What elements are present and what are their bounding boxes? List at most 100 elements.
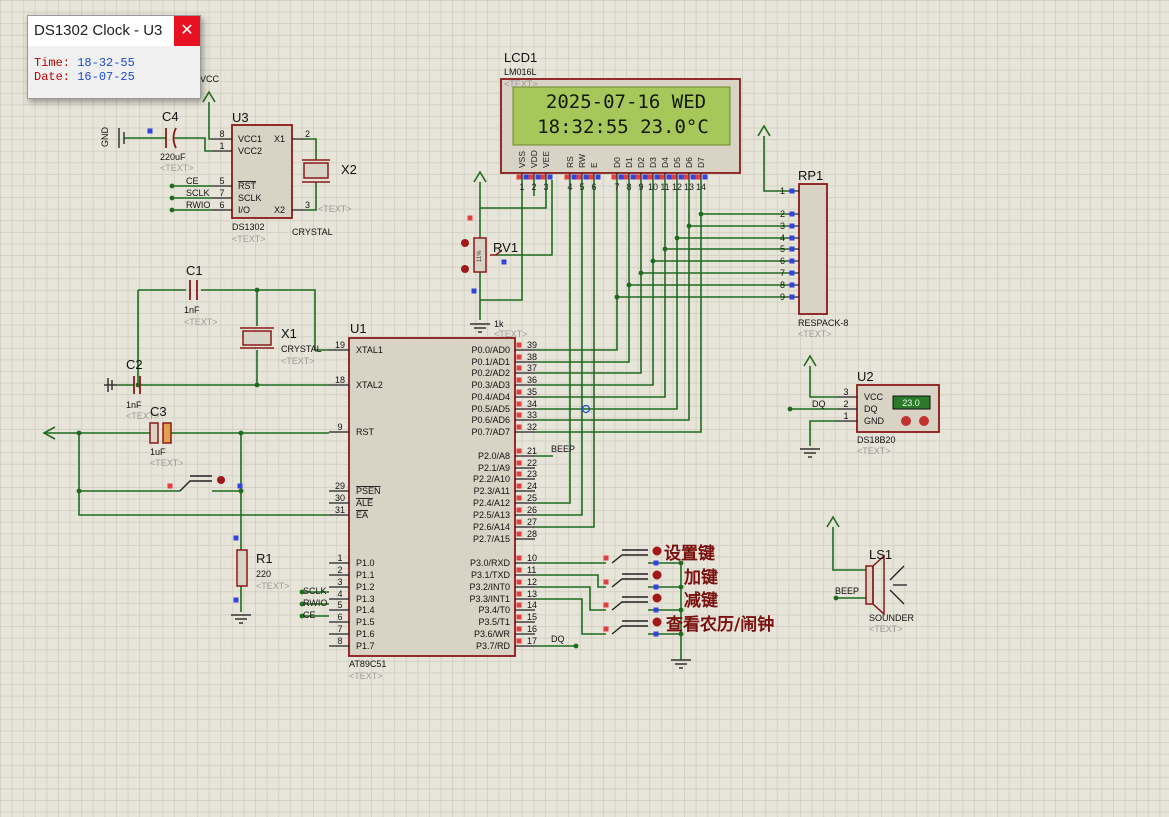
rp1-pin-number: 8 [780,280,785,290]
u1-pin-name: P0.4/AD4 [471,392,510,402]
u3-pin-number: 7 [219,188,224,198]
u2-reading: 23.0 [902,398,920,408]
u1-pin-number: 19 [335,340,345,350]
u1-pin-number: 35 [527,387,537,397]
popup-title: DS1302 Clock - U3 [34,22,163,39]
u1-pin-name: P2.6/A14 [473,522,510,532]
u3-text-placeholder: <TEXT> [232,234,266,244]
u2-pin-number: 2 [843,399,848,409]
u1-pin-number: 32 [527,422,537,432]
u1-pin-name: P2.5/A13 [473,510,510,520]
u1-pin-number: 7 [337,624,342,634]
pin-marker [516,602,522,608]
key-switch [611,625,648,635]
u1-pin-name: XTAL1 [356,345,383,355]
u1-ref: U1 [350,321,367,336]
wire-e [535,180,595,528]
u1-pin-name: P3.5/T1 [478,617,510,627]
u1-pin-number: 14 [527,600,537,610]
u1-pin-name: P0.6/AD6 [471,415,510,425]
pin-marker [789,188,795,194]
lcd-pin-number: 10 [648,182,658,192]
u1-pin-number: 26 [527,505,537,515]
u1-pin-number: 31 [335,505,345,515]
pin-marker [516,638,522,644]
u3-net-label: CE [186,176,199,186]
x1-ref: X1 [281,326,297,341]
u1-pin-number: 11 [527,565,536,575]
popup-titlebar[interactable]: DS1302 Clock - U3 ✕ [28,16,200,46]
u1-pin-number: 37 [527,363,537,373]
rv1-ref: RV1 [493,240,518,255]
rp1-part: RESPACK-8 [798,318,848,328]
junction-dot [299,613,305,619]
wire-k3 [535,586,606,611]
pin-marker [789,270,795,276]
u3-ref: U3 [232,110,249,125]
pin-marker [547,174,553,180]
pin-marker [789,246,795,252]
junction-dot [169,183,175,189]
wire-vcc [208,102,212,140]
pin-marker [789,223,795,229]
close-icon[interactable]: ✕ [174,16,200,46]
pin-marker [666,174,672,180]
lcd-pin-number: 9 [638,182,643,192]
u1-pin-number: 22 [527,458,537,468]
lcd-pin-number: 1 [519,182,524,192]
u3-pin-number: 6 [219,200,224,210]
u2-pin-name: VCC [864,392,884,402]
lcd-pin-number: 2 [531,182,536,192]
r1-value: 220 [256,569,271,579]
pin-marker [702,174,708,180]
wire-u2-gnd [809,420,837,446]
pin-marker [789,294,795,300]
lcd-pin-number: 7 [614,182,619,192]
u1-pin-number: 17 [527,636,537,646]
pin-marker [789,258,795,264]
u3-pin-name: X2 [274,205,285,215]
pin-marker [501,259,507,265]
ls1-net: BEEP [835,586,859,596]
key-switch [611,578,648,588]
pin-marker [603,555,609,561]
pin-marker [653,607,659,613]
pin-marker [523,174,529,180]
reset-button [179,480,212,492]
ds1302-popup-window[interactable]: DS1302 Clock - U3 ✕ Time: 18-32-55 Date:… [27,15,201,99]
power-arrow-icon [42,426,56,440]
u3-pin-name: I/O [238,205,250,215]
lcd-pin-name: D0 [612,157,622,168]
wire-x2 [305,138,317,160]
ls1-text-placeholder: <TEXT> [869,624,903,634]
rp1-pin-number: 5 [780,244,785,254]
junction-dot [626,282,632,288]
pin-marker [695,174,701,180]
c4-ref: C4 [162,109,179,124]
wire-c4-vcc2 [174,137,212,152]
lcd-pin-name: D1 [624,157,634,168]
u1-pin-name: P0.1/AD1 [471,357,510,367]
key-label-3: 查看农历/闹钟 [665,614,774,635]
u1-pin-number: 39 [527,340,537,350]
wire-p0-d1 [535,180,630,363]
u3-pin-number: 3 [305,200,310,210]
lcd-line-2: 18:32:55 23.0°C [537,116,709,138]
u2-text-placeholder: <TEXT> [857,446,891,456]
c4-value: 220uF [160,152,186,162]
wire-rw [535,180,583,516]
junction-dot [573,643,579,649]
pin-marker [237,483,243,489]
u1-pin-number: 8 [337,636,342,646]
c3-ref: C3 [150,404,167,419]
pin-marker [516,448,522,454]
wire-ls1 [832,527,866,571]
pin-marker [516,377,522,383]
c4-text-placeholder: <TEXT> [160,163,194,173]
junction-dot [299,601,305,607]
time-line: Time: 18-32-55 [34,56,135,70]
pin-marker [471,288,477,294]
u1-text-placeholder: <TEXT> [349,671,383,681]
pin-marker [516,495,522,501]
